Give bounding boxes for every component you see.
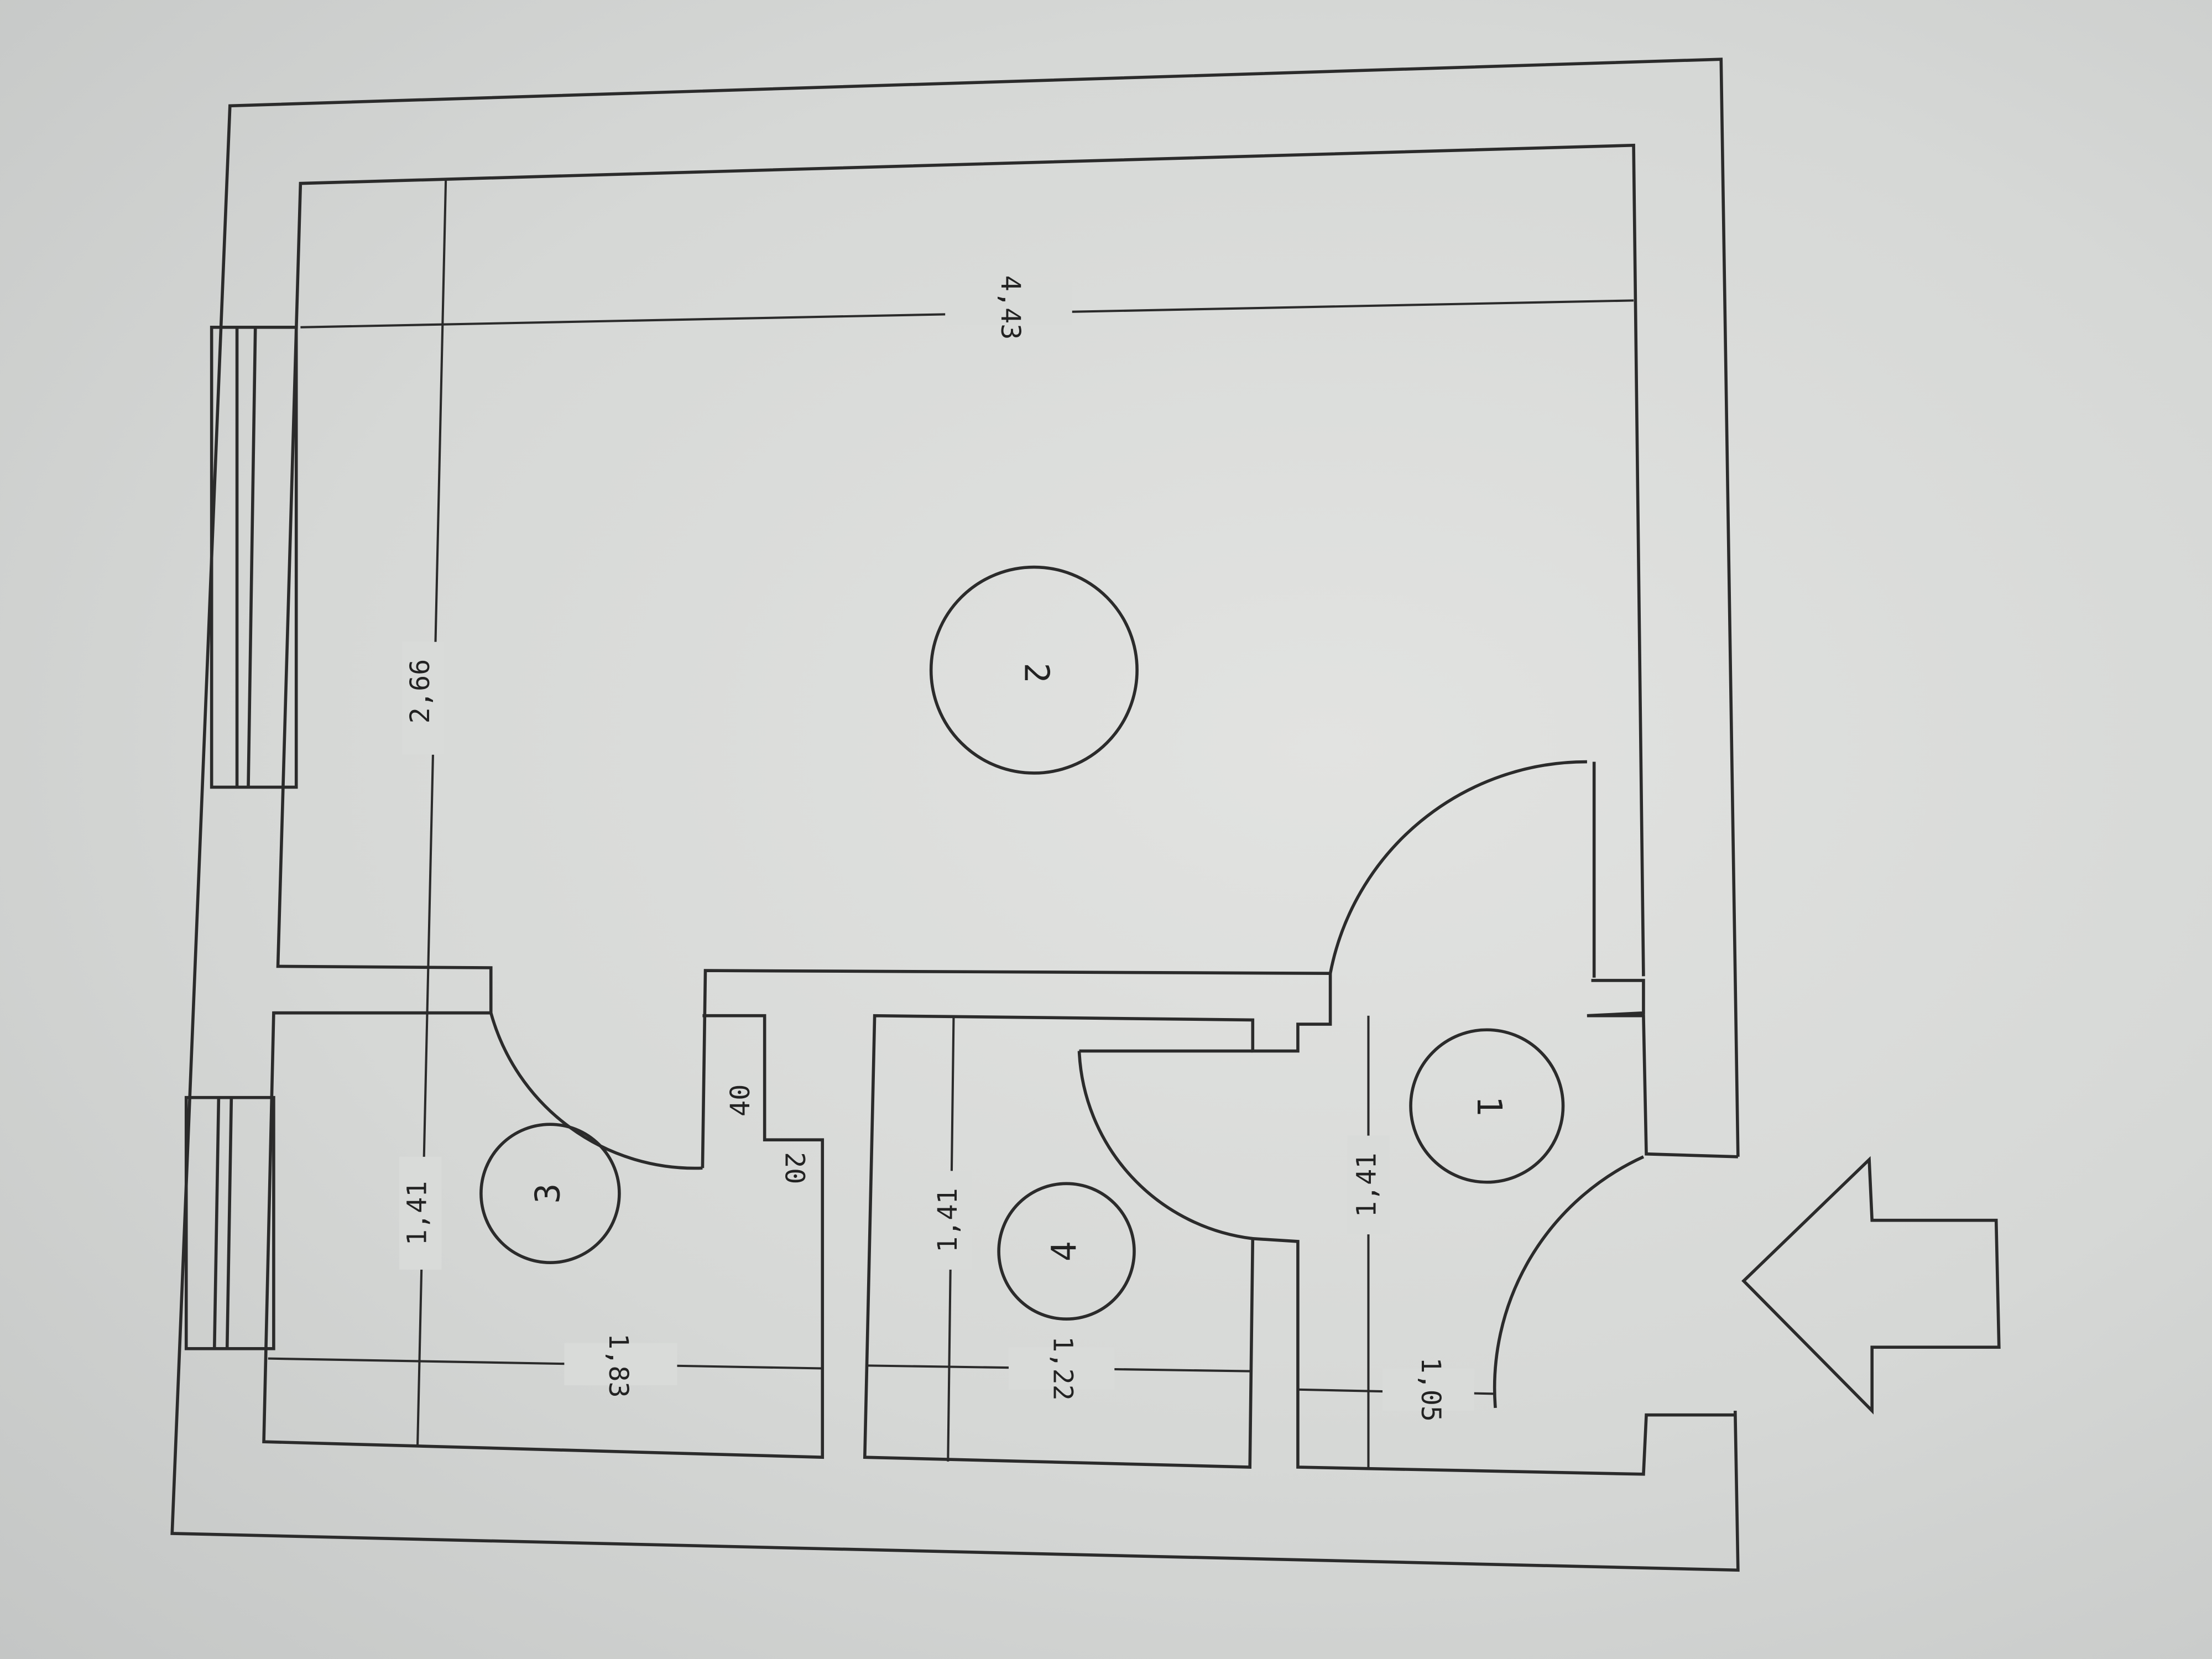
room-marker-3: 3: [479, 1123, 621, 1264]
window-top: [210, 326, 298, 789]
dim-line-1-83: [268, 1357, 823, 1370]
door-entrance: [1493, 1155, 1645, 1408]
room-1-wall: [1587, 979, 1738, 1159]
dim-1-05: 1,05: [1415, 1357, 1446, 1422]
door-room-4: [1077, 1051, 1253, 1240]
window-bottom: [184, 1095, 275, 1350]
svg-text:2: 2: [1016, 662, 1056, 683]
entrance-arrow-icon: [1741, 1156, 2001, 1415]
room-marker-2: 2: [929, 565, 1139, 775]
dim-1-41-a: 1,41: [402, 1181, 433, 1246]
dim-1-41-b: 1,41: [932, 1188, 963, 1253]
dim-1-41-c: 1,41: [1351, 1153, 1382, 1218]
dim-20: 20: [779, 1152, 810, 1184]
room-marker-1: 1: [1409, 1028, 1565, 1184]
room-marker-4: 4: [997, 1182, 1136, 1321]
room-3-outline: [262, 1011, 825, 1459]
room-2-wall: [276, 143, 1645, 1013]
dim-2-66: 2,66: [405, 659, 436, 724]
door-room-3: [489, 1012, 703, 1170]
dim-1-83: 1,83: [603, 1333, 634, 1398]
dim-40: 40: [725, 1084, 756, 1117]
svg-text:3: 3: [528, 1183, 567, 1204]
door-room-2: [1328, 760, 1587, 974]
dim-1-22: 1,22: [1047, 1336, 1078, 1401]
outer-wall: [170, 58, 1740, 1572]
svg-text:4: 4: [1045, 1241, 1084, 1261]
corridor-wall: [701, 969, 1735, 1476]
svg-text:1: 1: [1469, 1096, 1509, 1117]
dim-4-43: 4,43: [995, 275, 1026, 340]
